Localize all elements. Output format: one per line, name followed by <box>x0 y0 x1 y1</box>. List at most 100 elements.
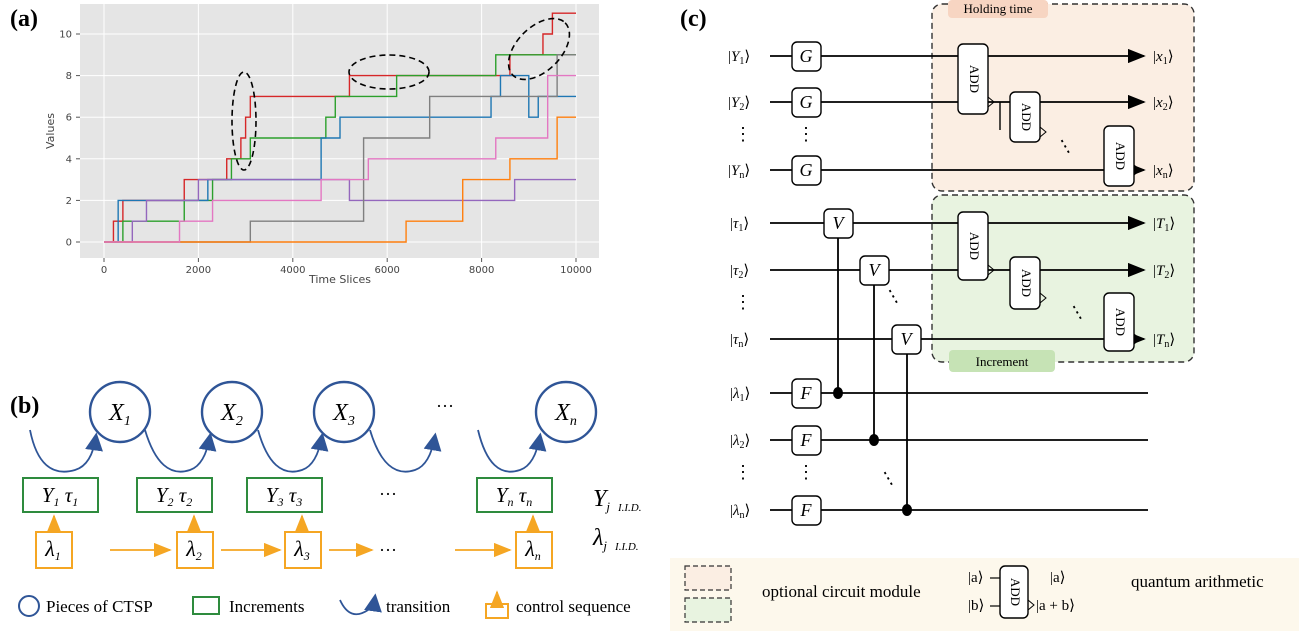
svg-text:⋮: ⋮ <box>734 462 752 482</box>
control-dots <box>833 387 912 516</box>
svg-text:V: V <box>833 213 846 233</box>
svg-text:V: V <box>901 329 914 349</box>
legend-increment-swatch <box>684 597 732 623</box>
transition-arc <box>144 429 217 473</box>
state-xn: Xn <box>534 380 598 444</box>
y-tick-label: 0 <box>66 238 72 249</box>
increment-label: Increment <box>976 354 1029 369</box>
y-axis-label: Values <box>44 113 57 149</box>
add-gate: ADD <box>957 211 995 281</box>
input-tau2: |τ2⟩ <box>730 263 749 281</box>
svg-text:ADD: ADD <box>1019 269 1034 297</box>
legend-module-text: optional circuit module <box>762 582 921 601</box>
legend-control-icon <box>485 590 509 619</box>
arith-out-ab: |a + b⟩ <box>1036 598 1075 614</box>
increment-box-1: Y1 τ1 <box>22 477 99 513</box>
y-tick-label: 8 <box>66 71 72 82</box>
series-line-2 <box>104 54 576 243</box>
transition-arc <box>29 429 103 473</box>
svg-text:ADD: ADD <box>1113 308 1128 336</box>
control-arrows <box>46 514 541 558</box>
state-x1: X1 <box>88 380 152 444</box>
state-x2: X2 <box>200 380 264 444</box>
input-lambdan: |λn⟩ <box>730 503 750 521</box>
svg-text:ADD: ADD <box>1019 103 1034 131</box>
legend-transition-icon <box>339 593 382 616</box>
panel-c-label: (c) <box>680 6 707 32</box>
input-lambda1: |λ1⟩ <box>730 386 750 404</box>
circuit-legend-bg <box>670 558 1299 631</box>
svg-text:Yn τn: Yn τn <box>496 483 532 509</box>
transition-arc <box>257 429 329 473</box>
control-box-2: λ2 <box>176 531 214 569</box>
add-gate: ADD <box>957 43 995 115</box>
x-tick-label: 0 <box>101 265 107 276</box>
svg-text:G: G <box>800 160 813 180</box>
output-t1: |T1⟩ <box>1153 216 1175 234</box>
svg-text:⋮: ⋮ <box>797 124 815 144</box>
svg-text:⋮: ⋮ <box>734 124 752 144</box>
svg-text:Y2 τ2: Y2 τ2 <box>156 483 192 509</box>
y-tick-label: 6 <box>66 113 72 124</box>
increments-ellipsis: ··· <box>379 484 397 504</box>
series-line-6 <box>104 116 576 243</box>
panel-a-label: (a) <box>10 6 38 32</box>
svg-text:⋮: ⋮ <box>734 292 752 312</box>
input-lambda2: |λ2⟩ <box>730 433 750 451</box>
state-x3: X3 <box>312 380 376 444</box>
increment-box-n: Yn τn <box>476 477 553 513</box>
gate-f2: F <box>791 425 822 456</box>
svg-text:Y1 τ1: Y1 τ1 <box>42 483 78 509</box>
transition-arc <box>477 429 547 473</box>
control-box-1: λ1 <box>35 531 73 569</box>
legend-arith-text: quantum arithmetic <box>1131 572 1264 591</box>
legend-pieces: Pieces of CTSP <box>46 597 153 616</box>
gate-v1: V <box>823 208 854 239</box>
transition-arc <box>369 429 442 473</box>
output-t2: |T2⟩ <box>1153 263 1175 281</box>
increment-box-3: Y3 τ3 <box>246 477 323 513</box>
output-x1: |x1⟩ <box>1153 49 1174 67</box>
gate-g1: G <box>791 41 822 72</box>
x-tick-label: 8000 <box>469 265 494 276</box>
y-ticks: 0 2 4 6 8 10 <box>59 30 80 249</box>
output-tn: |Tn⟩ <box>1153 332 1175 350</box>
svg-text:F: F <box>800 500 813 520</box>
gate-vn: V <box>891 324 922 355</box>
control-box-n: λn <box>515 531 553 569</box>
gate-fn: F <box>791 495 822 526</box>
input-yn: |Yn⟩ <box>728 163 750 181</box>
x-tick-label: 10000 <box>560 265 592 276</box>
output-xn: |xn⟩ <box>1153 163 1174 181</box>
legend-transition: transition <box>386 597 451 616</box>
svg-text:G: G <box>800 92 813 112</box>
y-tick-label: 2 <box>66 196 72 207</box>
highlight-ellipse <box>348 54 430 90</box>
arith-out-a: |a⟩ <box>1050 570 1066 586</box>
series-line-4 <box>104 178 576 243</box>
svg-text:⋮: ⋮ <box>880 283 906 309</box>
svg-text:ADD: ADD <box>1008 578 1023 606</box>
highlight-ellipse <box>507 17 571 81</box>
input-y2: |Y2⟩ <box>728 95 750 113</box>
legend-holding-swatch <box>684 565 732 591</box>
add-gate: ADD <box>1103 125 1141 187</box>
svg-text:⋮: ⋮ <box>797 462 815 482</box>
states-ellipsis: ··· <box>436 396 454 416</box>
svg-text:ADD: ADD <box>967 65 982 93</box>
x-tick-label: 2000 <box>186 265 211 276</box>
svg-text:F: F <box>800 430 813 450</box>
svg-text:⋮: ⋮ <box>875 465 901 491</box>
y-tick-label: 10 <box>59 30 72 41</box>
input-taun: |τn⟩ <box>730 332 749 350</box>
svg-text:Y3 τ3: Y3 τ3 <box>266 483 302 509</box>
panel-b-label: (b) <box>10 393 39 419</box>
svg-text:ADD: ADD <box>1113 142 1128 170</box>
svg-text:F: F <box>800 383 813 403</box>
increment-box-2: Y2 τ2 <box>136 477 213 513</box>
ctsp-diagram: X1 X2 X3 ··· Xn Y1 τ1 Y2 τ2 <box>18 380 642 619</box>
y-tick-label: 4 <box>66 154 72 165</box>
